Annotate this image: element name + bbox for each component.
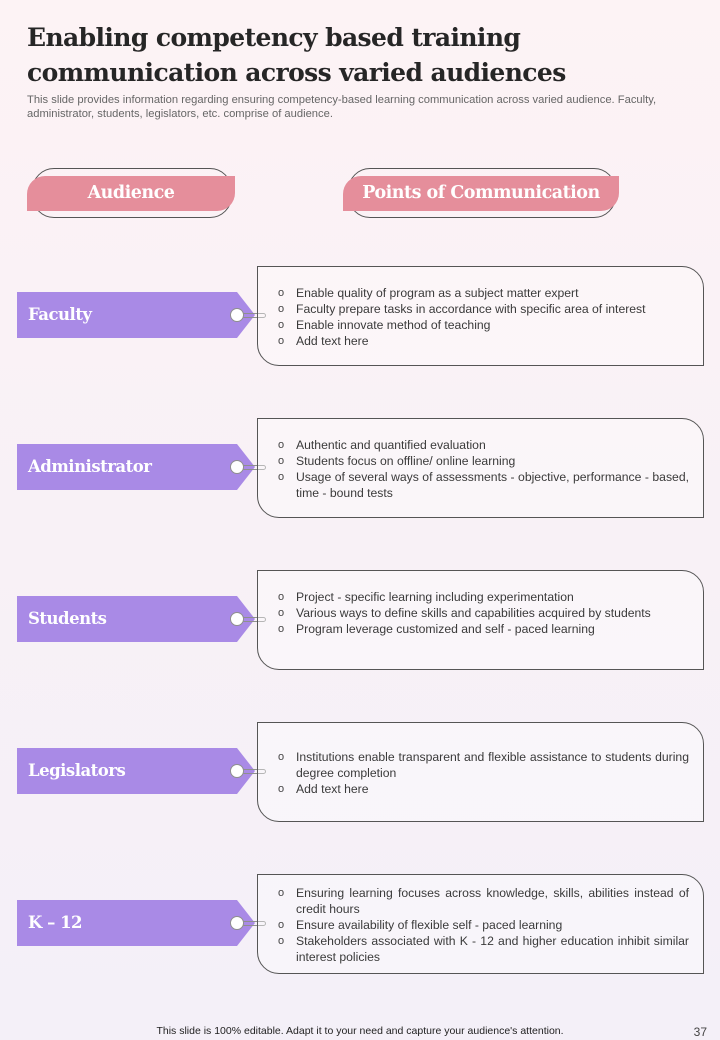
point-item: Authentic and quantified evaluation <box>278 437 689 453</box>
point-item: Project - specific learning including ex… <box>278 589 689 605</box>
point-item: Ensure availability of flexible self - p… <box>278 917 689 933</box>
point-item: Ensuring learning focuses across knowled… <box>278 885 689 917</box>
point-item: Stakeholders associated with K - 12 and … <box>278 933 689 965</box>
point-item: Add text here <box>278 781 689 797</box>
points-box: Project - specific learning including ex… <box>257 570 704 670</box>
point-item: Add text here <box>278 333 689 349</box>
audience-row-legislators: Legislators Institutions enable transpar… <box>0 722 720 824</box>
points-header-label: Points of Communication <box>343 176 619 211</box>
tag-hole-icon <box>230 460 244 474</box>
points-list: Project - specific learning including ex… <box>278 589 689 637</box>
points-list: Institutions enable transparent and flex… <box>278 749 689 797</box>
audience-header: Audience <box>27 168 237 218</box>
audience-tag: Students <box>17 596 255 642</box>
points-box: Authentic and quantified evaluation Stud… <box>257 418 704 518</box>
audience-tag: Legislators <box>17 748 255 794</box>
tag-hole-icon <box>230 764 244 778</box>
audience-row-students: Students Project - specific learning inc… <box>0 570 720 672</box>
tag-hole-icon <box>230 612 244 626</box>
points-box: Ensuring learning focuses across knowled… <box>257 874 704 974</box>
points-box: Enable quality of program as a subject m… <box>257 266 704 366</box>
points-list: Ensuring learning focuses across knowled… <box>278 885 689 965</box>
points-header: Points of Communication <box>343 168 623 218</box>
point-item: Program leverage customized and self - p… <box>278 621 689 637</box>
footer-note: This slide is 100% editable. Adapt it to… <box>156 1025 564 1037</box>
points-list: Enable quality of program as a subject m… <box>278 285 689 349</box>
point-item: Institutions enable transparent and flex… <box>278 749 689 781</box>
audience-tag: K – 12 <box>17 900 255 946</box>
points-box: Institutions enable transparent and flex… <box>257 722 704 822</box>
point-item: Usage of several ways of assessments - o… <box>278 469 689 501</box>
audience-row-administrator: Administrator Authentic and quantified e… <box>0 418 720 520</box>
point-item: Enable quality of program as a subject m… <box>278 285 689 301</box>
audience-tag: Administrator <box>17 444 255 490</box>
slide-subtitle: This slide provides information regardin… <box>27 94 657 120</box>
point-item: Enable innovate method of teaching <box>278 317 689 333</box>
point-item: Various ways to define skills and capabi… <box>278 605 689 621</box>
tag-hole-icon <box>230 308 244 322</box>
slide-title: Enabling competency based training commu… <box>27 23 566 87</box>
page-number: 37 <box>693 1025 707 1039</box>
audience-row-faculty: Faculty Enable quality of program as a s… <box>0 266 720 368</box>
tag-hole-icon <box>230 916 244 930</box>
audience-row-k12: K – 12 Ensuring learning focuses across … <box>0 874 720 976</box>
points-list: Authentic and quantified evaluation Stud… <box>278 437 689 501</box>
point-item: Students focus on offline/ online learni… <box>278 453 689 469</box>
audience-tag: Faculty <box>17 292 255 338</box>
audience-header-label: Audience <box>27 176 235 211</box>
point-item: Faculty prepare tasks in accordance with… <box>278 301 689 317</box>
